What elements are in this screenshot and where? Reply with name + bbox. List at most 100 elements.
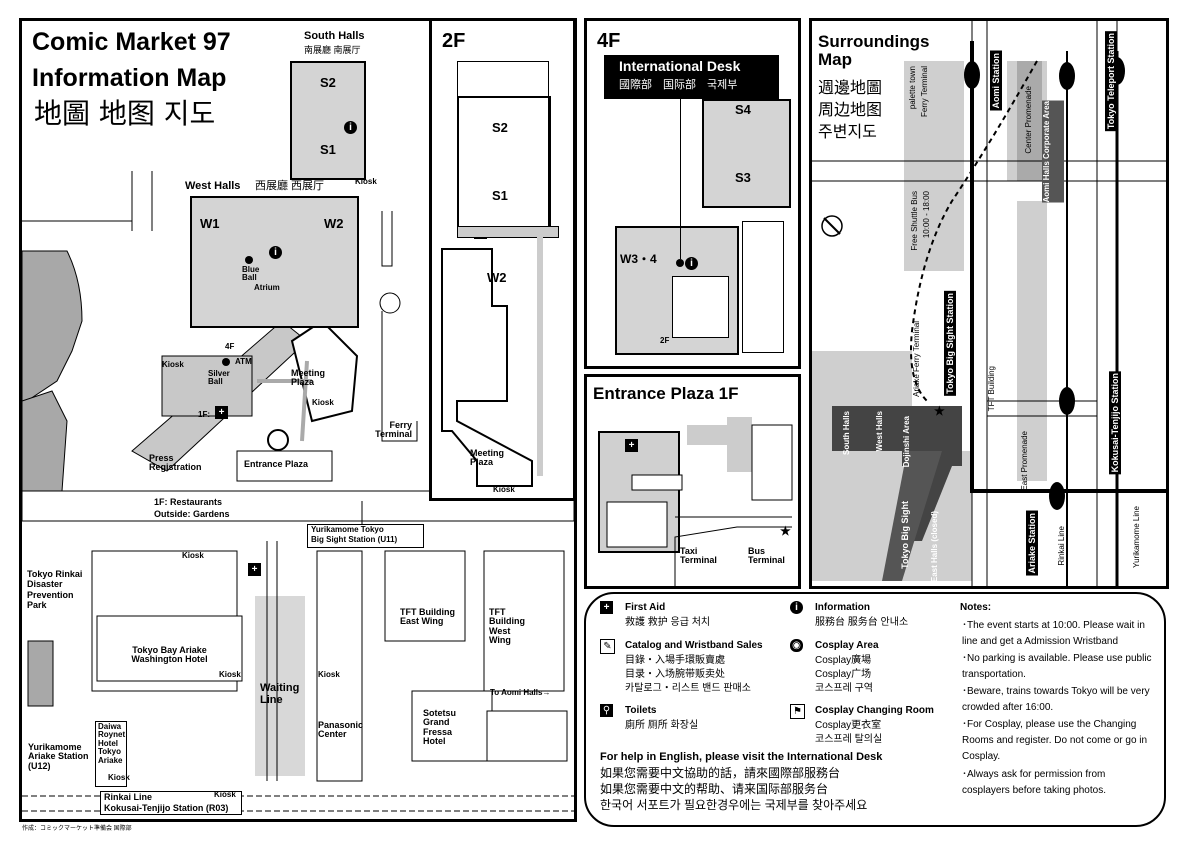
sotetsu-label: Sotetsu Grand Fressa Hotel bbox=[423, 708, 457, 747]
surroundings-cjk-3: 주변지도 bbox=[818, 124, 877, 141]
compass-icon bbox=[267, 429, 289, 451]
entrance-plaza-title: Entrance Plaza 1F bbox=[593, 384, 739, 403]
tft-east-label: TFT Building East Wing bbox=[400, 607, 455, 627]
silver-ball-icon bbox=[222, 358, 230, 366]
legend-cosplay-changing-cjk-2: 코스프레 탈의실 bbox=[815, 734, 883, 745]
taxi-terminal-label: Taxi Terminal bbox=[680, 546, 717, 566]
daiwa-label: Daiwa Roynet Hotel Tokyo Ariake bbox=[98, 722, 126, 765]
entrance-plaza-svg bbox=[598, 417, 793, 586]
center-promenade-label: Center Promenade bbox=[1024, 86, 1033, 154]
one-f-label: 1F: bbox=[198, 410, 210, 419]
kiosk-label: Kiosk bbox=[162, 360, 184, 369]
legend-catalog: Catalog and Wristband Sales bbox=[625, 640, 763, 651]
legend-cosplay-changing: Cosplay Changing Room bbox=[815, 705, 934, 716]
legend-cosplay-area-cjk-1: Cosplay廣場 bbox=[815, 655, 872, 666]
legend-catalog-cjk-3: 카탈로그・리스트 밴드 판매소 bbox=[625, 683, 751, 694]
ferry-terminal-label: Ferry Terminal bbox=[920, 66, 929, 117]
map-title-line2: Information Map bbox=[32, 64, 227, 92]
atm-label: ATM bbox=[235, 357, 252, 366]
floor-2f-s1: S1 bbox=[492, 188, 508, 203]
map-title-line1: Comic Market 97 bbox=[32, 28, 231, 56]
legend-catalog-cjk-2: 目录・入场腕带贩卖处 bbox=[625, 669, 725, 680]
kiosk-label: Kiosk bbox=[318, 670, 340, 679]
aomi-halls-label: Aomi Halls Corporate Area bbox=[1042, 101, 1064, 203]
intl-desk-banner bbox=[604, 55, 779, 99]
help-english: For help in English, please visit the In… bbox=[600, 751, 883, 763]
tft-building-label: TFT Building bbox=[987, 366, 996, 412]
atrium-label: Atrium bbox=[254, 283, 280, 292]
tft-west-label: TFT Building West Wing bbox=[489, 607, 525, 646]
surroundings-title: Surroundings Map bbox=[818, 32, 930, 69]
corridor-2f bbox=[457, 226, 559, 238]
bus-terminal-label: Bus Terminal bbox=[748, 546, 785, 566]
blue-ball-label: Blue Ball bbox=[242, 265, 260, 283]
floor-4f-w34: W3・4 bbox=[620, 252, 657, 266]
information-icon: i bbox=[344, 121, 357, 134]
south-halls-label: South Halls bbox=[304, 30, 365, 42]
credit-label: 作成：コミックマーケット準備会 国際部 bbox=[22, 826, 132, 832]
kokusai-station-label: Kokusai-Tenjijo Station (R03) bbox=[104, 803, 229, 813]
help-zh-cn: 如果您需要中文的帮助、请来国际部服务台 bbox=[600, 782, 829, 796]
ariake-ferry-label: Ariake Ferry Terminal bbox=[912, 321, 921, 397]
washington-hotel-label: Tokyo Bay Ariake Washington Hotel bbox=[131, 645, 208, 665]
help-zh-tw: 如果您需要中文協助的話，請來國際部服務台 bbox=[600, 766, 841, 780]
information-icon: i bbox=[685, 257, 698, 270]
toilet-icon: ⚲ bbox=[600, 704, 613, 717]
west-hall-w1: W1 bbox=[200, 216, 220, 231]
rinkai-line-label: Rinkai Line bbox=[1057, 526, 1066, 566]
intl-desk-dot bbox=[676, 259, 684, 267]
floor-2f-title: 2F bbox=[442, 30, 466, 52]
aomi-station-label: Aomi Station bbox=[990, 51, 1002, 111]
side-block-4f bbox=[742, 221, 784, 353]
floor-4f-s4: S4 bbox=[735, 102, 751, 117]
help-ko: 한국어 서포트가 필요한경우에는 국제부를 찾아주세요 bbox=[600, 798, 868, 812]
floor-2f-meeting-plaza: Meeting Plaza bbox=[470, 448, 505, 468]
to-aomi-label: To Aomi Halls→ bbox=[490, 688, 551, 697]
legend-toilets: Toilets bbox=[625, 705, 657, 716]
legend-cosplay-area: Cosplay Area bbox=[815, 640, 879, 651]
entrance-plaza-label: Entrance Plaza bbox=[244, 459, 309, 469]
restaurants-label: 1F: Restaurants bbox=[154, 497, 223, 507]
rinkai-box bbox=[100, 791, 242, 815]
south-halls-label: South Halls bbox=[842, 411, 851, 456]
notes-title: Notes: bbox=[960, 602, 992, 613]
changing-room-icon: ⚑ bbox=[790, 704, 805, 719]
east-promenade-label: East Promenade bbox=[1020, 431, 1029, 491]
legend-first-aid-cjk: 救護 救护 응급 처치 bbox=[625, 617, 711, 628]
intl-desk-pointer bbox=[680, 99, 681, 259]
south-hall-block bbox=[290, 61, 366, 180]
tbs-station-label: Tokyo Big Sight Station bbox=[944, 291, 956, 396]
intl-desk-label: International Desk bbox=[619, 58, 741, 74]
star-icon: ★ bbox=[934, 404, 945, 418]
south-hall-4f bbox=[702, 99, 791, 208]
legend-cosplay-changing-cjk-1: Cosplay更衣室 bbox=[815, 720, 882, 731]
legend-information: Information bbox=[815, 602, 870, 613]
kiosk-label: Kiosk bbox=[108, 773, 130, 782]
kokusai-station-label: Kokusai-Tenjijo Station bbox=[1109, 371, 1121, 475]
panasonic-label: Panasonic Center bbox=[318, 720, 364, 740]
south-hall-s1: S1 bbox=[320, 142, 336, 157]
intl-desk-cjk: 國際部 国际部 국제부 bbox=[619, 79, 738, 91]
west-halls-label: West Halls bbox=[875, 411, 884, 452]
south-hall-s2: S2 bbox=[320, 75, 336, 90]
catalog-icon: ✎ bbox=[600, 639, 615, 654]
legend-panel bbox=[584, 592, 1166, 827]
yurikamome-tbs-label: Yurikamome Tokyo bbox=[311, 525, 384, 534]
tokyo-teleport-label: Tokyo Teleport Station bbox=[1105, 31, 1117, 132]
note-4: ･For Cosplay, please use the Changing Ro… bbox=[962, 719, 1148, 762]
map-title-cjk: 地圖 地图 지도 bbox=[34, 97, 216, 130]
yurikamome-tbs-label-2: Big Sight Station (U11) bbox=[311, 535, 398, 544]
kiosk-label: Kiosk bbox=[312, 398, 334, 407]
legend-cosplay-area-cjk-2: Cosplay广场 bbox=[815, 669, 872, 680]
west-hall-block bbox=[190, 196, 359, 328]
first-aid-icon: + bbox=[248, 563, 261, 576]
floor-4f-s3: S3 bbox=[735, 170, 751, 185]
ariake-station-label: Ariake Station bbox=[1026, 511, 1038, 576]
floor-4f-panel: 4F International Desk 國際部 国际部 국제부 S4 S3 … bbox=[584, 18, 801, 369]
yurikamome-line-label: Yurikamome Line bbox=[1132, 506, 1141, 568]
legend-cosplay-area-cjk-3: 코스프레 구역 bbox=[815, 683, 873, 694]
waiting-line-label: Waiting Line bbox=[260, 682, 300, 706]
station-box bbox=[307, 524, 424, 548]
west-halls-label: West Halls bbox=[185, 180, 241, 192]
blue-ball-icon bbox=[245, 256, 253, 264]
